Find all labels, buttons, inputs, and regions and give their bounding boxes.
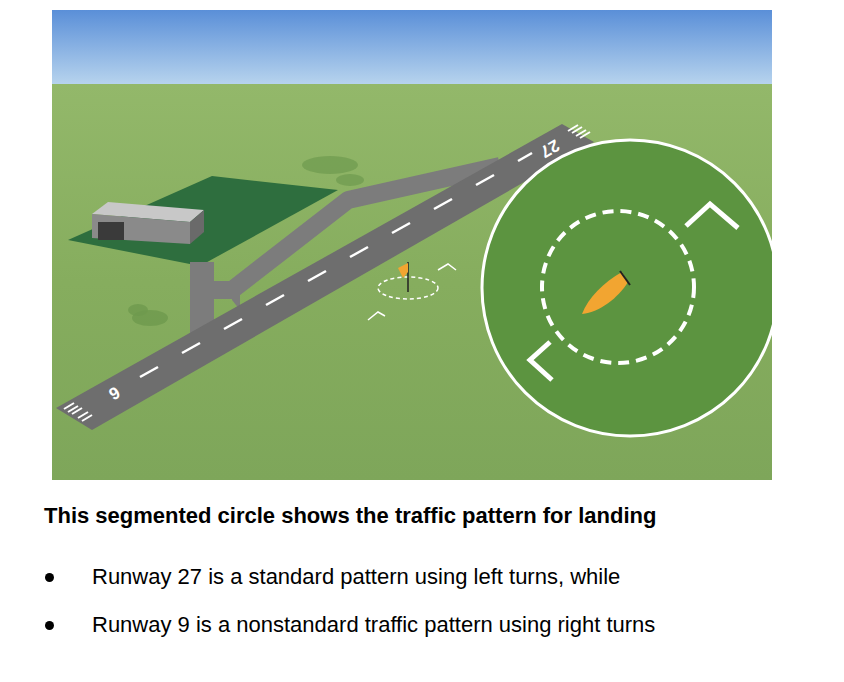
bush bbox=[302, 156, 358, 174]
sky bbox=[52, 10, 772, 86]
traffic-pattern-indicator bbox=[530, 342, 552, 380]
bullet-text: Runway 9 is a nonstandard traffic patter… bbox=[92, 612, 655, 638]
bush bbox=[336, 174, 364, 186]
bullet-dot bbox=[45, 573, 54, 582]
traffic-pattern-indicator bbox=[686, 204, 738, 228]
bullet-dot bbox=[45, 621, 54, 630]
apron bbox=[68, 176, 338, 266]
bush bbox=[128, 304, 148, 316]
hangar bbox=[92, 214, 190, 244]
bullet-text: Runway 27 is a standard pattern using le… bbox=[92, 564, 620, 590]
segmented-circle bbox=[542, 211, 694, 363]
centerline bbox=[140, 153, 532, 377]
small-windsock bbox=[398, 263, 408, 278]
caption: This segmented circle shows the traffic … bbox=[44, 503, 656, 529]
windsock bbox=[582, 272, 628, 314]
inset-circle bbox=[482, 140, 772, 436]
